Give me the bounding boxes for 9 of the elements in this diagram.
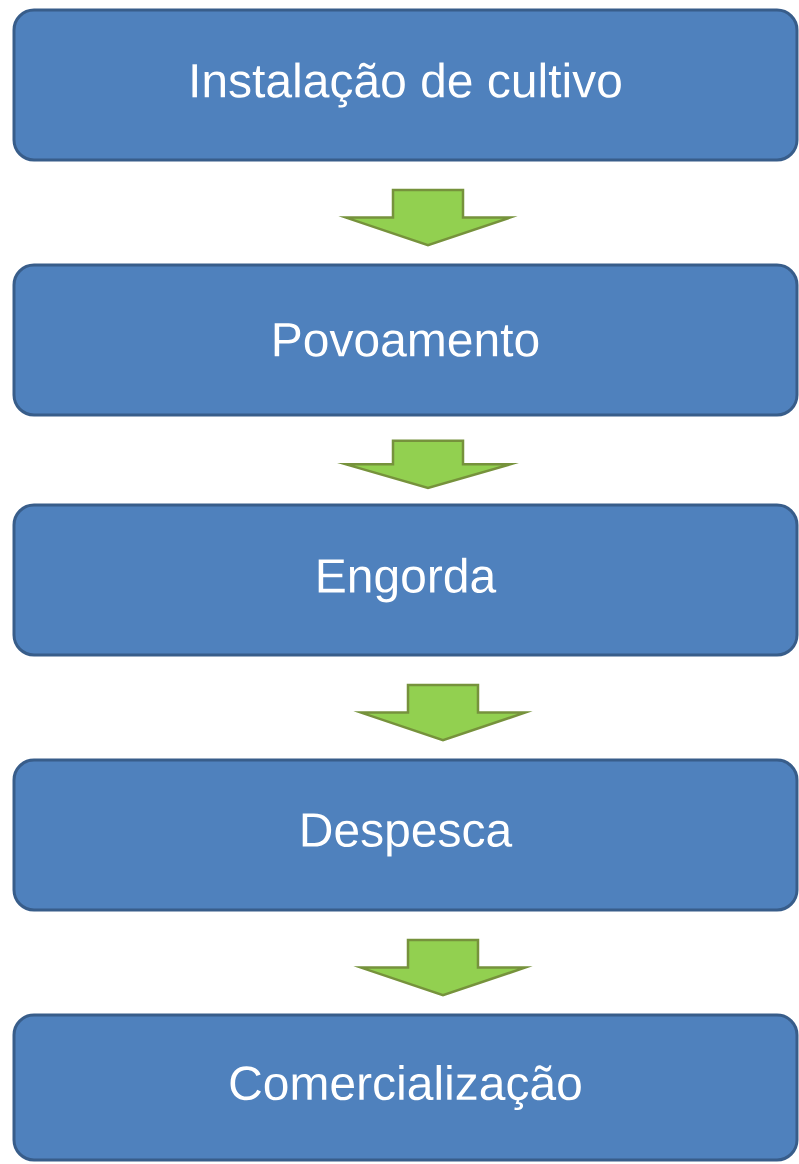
process-box: Instalação de cultivo — [12, 8, 799, 162]
process-box: Comercialização — [12, 1013, 799, 1162]
process-box: Despesca — [12, 758, 799, 912]
process-box: Povoamento — [12, 263, 799, 417]
arrow — [338, 188, 518, 247]
arrow — [353, 683, 533, 742]
arrow — [353, 938, 533, 997]
arrow — [337, 439, 519, 490]
process-box: Engorda — [12, 503, 799, 657]
